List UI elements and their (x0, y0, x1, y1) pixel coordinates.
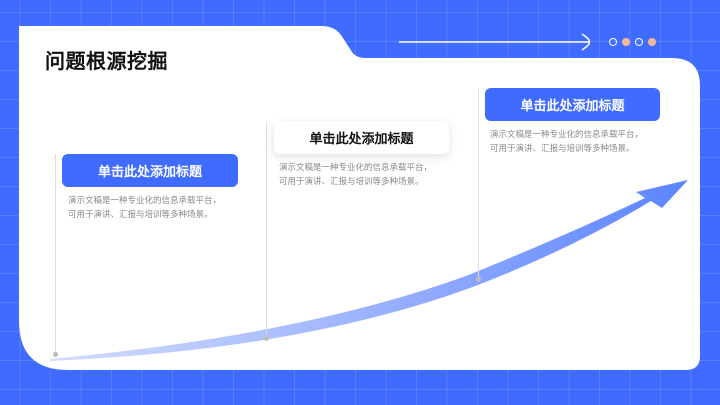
filled-dot-icon (622, 38, 630, 46)
ring-dot-icon (609, 38, 617, 46)
step-title-button[interactable]: 单击此处添加标题 (485, 88, 660, 121)
desc-line: 可用于演讲、汇报与培训等多种场景。 (279, 176, 424, 187)
step-pin-dot (264, 336, 269, 341)
filled-dot-icon (648, 38, 656, 46)
page-title: 问题根源挖掘 (45, 49, 168, 73)
desc-line: 演示文稿是一种专业化的信息承载平台， (68, 196, 222, 206)
step-title-button[interactable]: 单击此处添加标题 (274, 121, 449, 154)
step-connector-line (266, 122, 267, 338)
step-description: 演示文稿是一种专业化的信息承载平台， 可用于演讲、汇报与培训等多种场景。 (279, 162, 459, 189)
step-title-button[interactable]: 单击此处添加标题 (62, 154, 238, 187)
desc-line: 演示文稿是一种专业化的信息承载平台， (490, 130, 644, 140)
ring-dot-icon (635, 38, 643, 46)
desc-line: 可用于演讲、汇报与培训等多种场景。 (68, 209, 213, 220)
step-description: 演示文稿是一种专业化的信息承载平台， 可用于演讲、汇报与培训等多种场景。 (68, 195, 248, 222)
step-pin-dot (53, 352, 58, 357)
arrow-right-line-icon (399, 33, 591, 51)
step-connector-line (478, 88, 479, 278)
step-connector-line (55, 154, 56, 354)
step-description: 演示文稿是一种专业化的信息承载平台， 可用于演讲、汇报与培训等多种场景。 (490, 129, 670, 156)
desc-line: 演示文稿是一种专业化的信息承载平台， (279, 163, 433, 173)
step-pin-dot (476, 277, 481, 282)
desc-line: 可用于演讲、汇报与培训等多种场景。 (490, 143, 635, 154)
pagination-dots (609, 38, 656, 46)
